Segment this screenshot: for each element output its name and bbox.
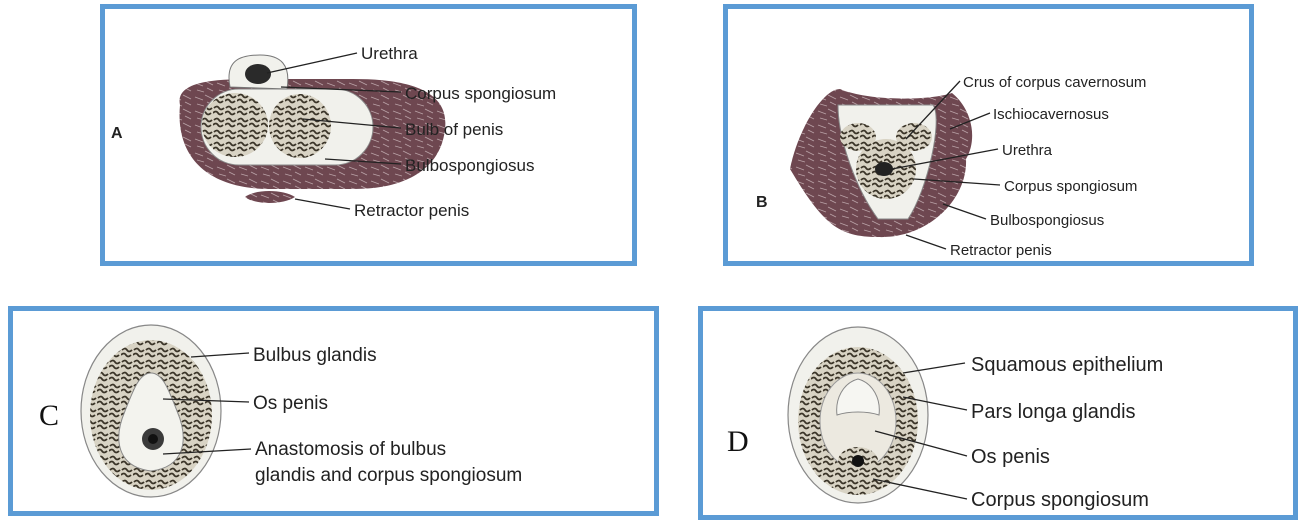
cross-section-c [81,325,221,497]
label-os-penis: Os penis [253,393,328,414]
label-squamous-epithelium: Squamous epithelium [971,354,1163,376]
label-corpus-spongiosum: Corpus spongiosum [971,489,1149,511]
panel-letter-c: C [39,399,59,432]
label-ischiocavernosus: Ischiocavernosus [993,106,1109,123]
label-urethra: Urethra [1002,142,1053,159]
urethra-lumen [875,162,893,176]
panel-d: D Squamous epithelium Pars longa glandis… [698,306,1298,520]
leader-retractor-penis [906,235,946,249]
label-pars-longa-glandis: Pars longa glandis [971,401,1136,423]
label-crus-of-corpus-cavernosum: Crus of corpus cavernosum [963,74,1146,91]
label-bulbospongiosus: Bulbospongiosus [405,156,534,175]
panel-c: C Bulbus glandis Os penis Anastomosis of… [8,306,659,516]
leader-retractor-penis [295,199,350,209]
diagram-c: C Bulbus glandis Os penis Anastomosis of… [13,311,654,511]
panel-letter-b: B [756,194,768,211]
urethra-lumen [852,455,864,467]
label-bulb-of-penis: Bulb of penis [405,120,503,139]
panel-a: A Urethra Corpus spongiosum Bulb of peni… [100,4,637,266]
panel-b: B Crus of corpus cavernosum Ischiocavern… [723,4,1254,266]
label-anastomosis-line-2: glandis and corpus spongiosum [255,465,522,486]
cross-section-b [790,89,972,237]
label-corpus-spongiosum: Corpus spongiosum [1004,178,1137,195]
label-bulbus-glandis: Bulbus glandis [253,345,377,366]
bulb-left [202,93,268,157]
label-corpus-spongiosum: Corpus spongiosum [405,84,556,103]
bulb-right [269,94,331,158]
label-retractor-penis: Retractor penis [354,201,469,220]
urethra-lumen [245,64,271,84]
panel-letter-d: D [727,425,749,458]
diagram-b: B Crus of corpus cavernosum Ischiocavern… [728,9,1249,261]
urethra-lumen [148,434,158,444]
label-retractor-penis: Retractor penis [950,242,1052,259]
label-anastomosis-line-1: Anastomosis of bulbus [255,439,446,460]
diagram-a: A Urethra Corpus spongiosum Bulb of peni… [105,9,632,261]
leader-bulbospongiosus [943,204,986,219]
cross-section-d [788,327,928,503]
label-os-penis: Os penis [971,446,1050,468]
panel-letter-a: A [111,125,123,142]
label-bulbospongiosus: Bulbospongiosus [990,212,1104,229]
retractor-penis-muscle [245,191,295,203]
diagram-d: D Squamous epithelium Pars longa glandis… [703,311,1293,515]
label-urethra: Urethra [361,44,418,63]
